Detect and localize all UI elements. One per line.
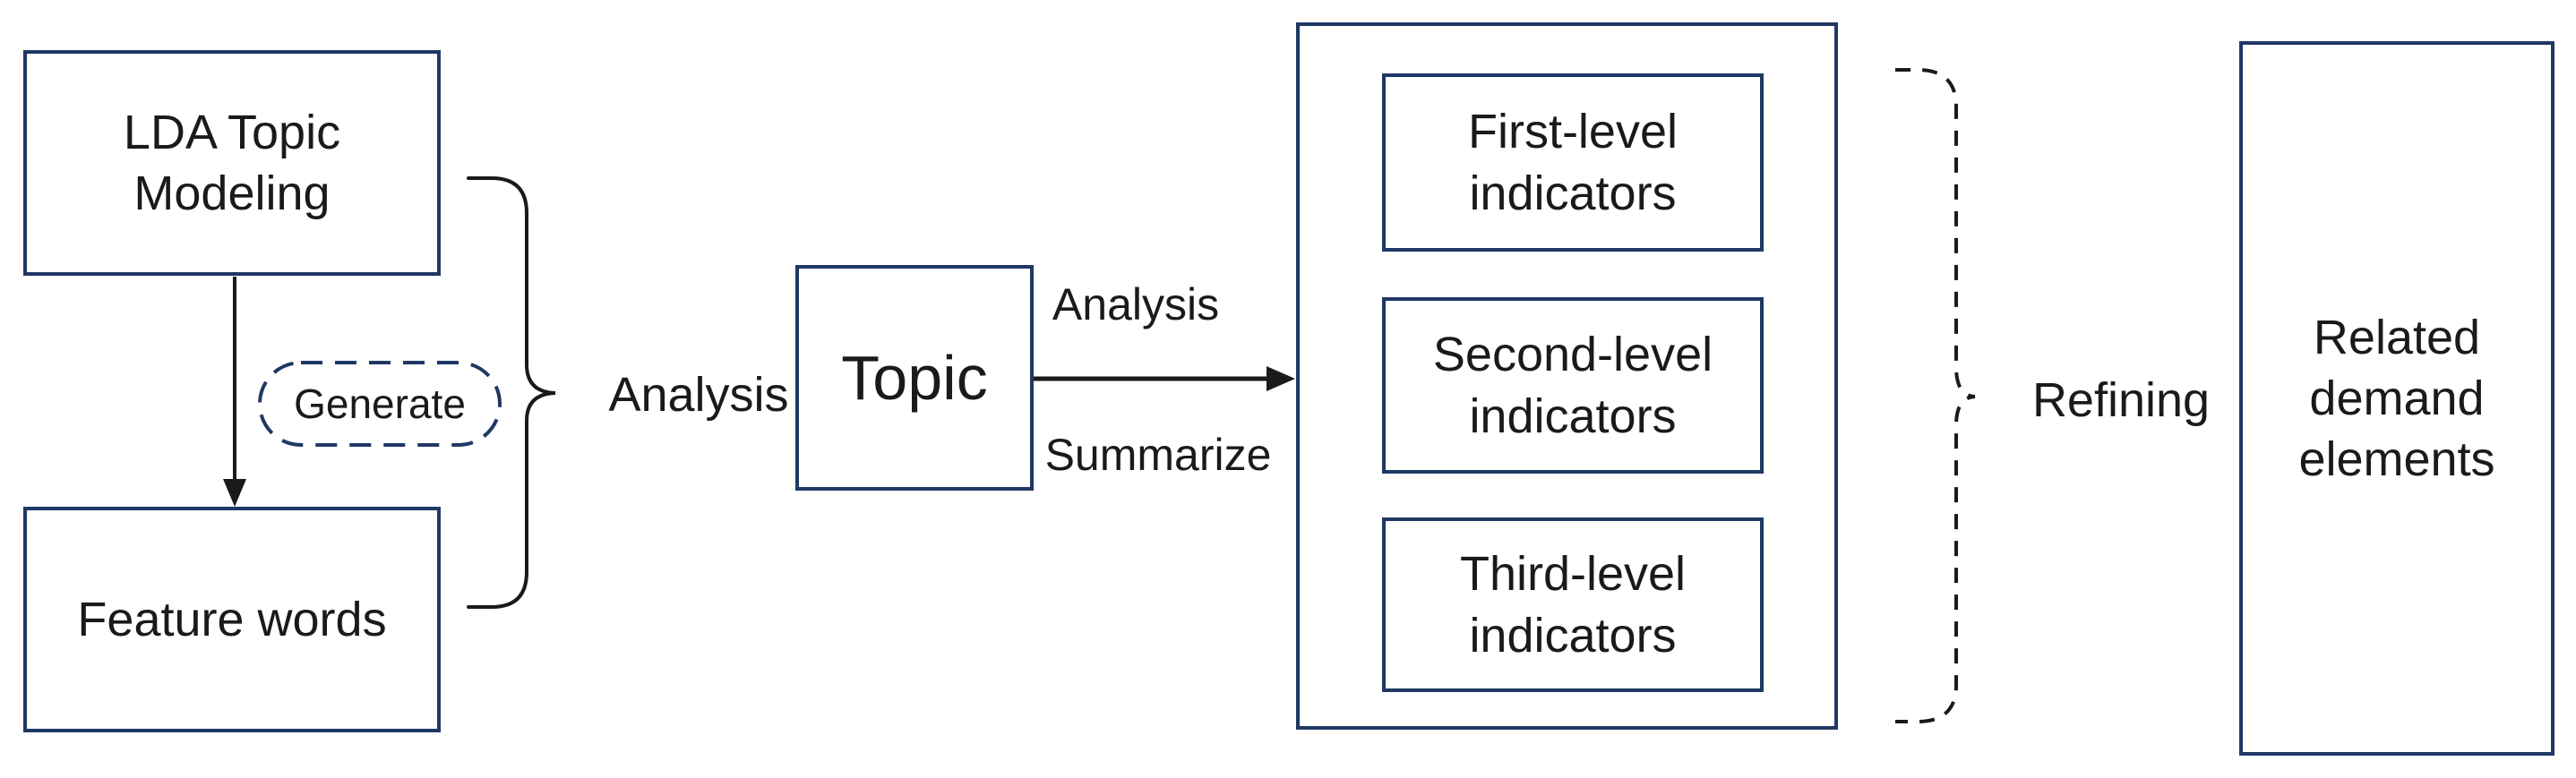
topic-label: Topic <box>841 342 988 413</box>
indicators-container-box: First-level indicators Second-level indi… <box>1296 22 1838 730</box>
analysis-right-label: Analysis <box>1052 279 1220 329</box>
summarize-label: Summarize <box>1044 430 1272 480</box>
arrow-topic-to-indicators <box>1034 366 1295 391</box>
analysis-left-label: Analysis <box>608 368 789 422</box>
lda-topic-modeling-label: LDA Topic Modeling <box>123 105 341 220</box>
first-level-indicators-label: First-level indicators <box>1467 105 1678 220</box>
related-demand-elements-label: Related demand elements <box>2298 310 2495 487</box>
arrow-lda-to-feature <box>223 277 246 507</box>
right-dashed-curly-brace <box>1895 68 1976 723</box>
related-demand-elements-box: Related demand elements <box>2239 41 2555 756</box>
generate-dashed-outline <box>258 361 502 447</box>
feature-words-label: Feature words <box>77 592 387 646</box>
second-level-indicators-box: Second-level indicators <box>1382 297 1764 474</box>
lda-topic-modeling-box: LDA Topic Modeling <box>23 50 441 276</box>
third-level-indicators-label: Third-level indicators <box>1459 547 1687 663</box>
first-level-indicators-box: First-level indicators <box>1382 73 1764 252</box>
generate-label: Generate <box>294 380 466 427</box>
third-level-indicators-box: Third-level indicators <box>1382 517 1764 692</box>
second-level-indicators-label: Second-level indicators <box>1432 328 1713 443</box>
topic-box: Topic <box>795 265 1034 491</box>
feature-words-box: Feature words <box>23 507 441 732</box>
left-curly-brace <box>467 176 556 609</box>
refining-label: Refining <box>2031 373 2211 427</box>
